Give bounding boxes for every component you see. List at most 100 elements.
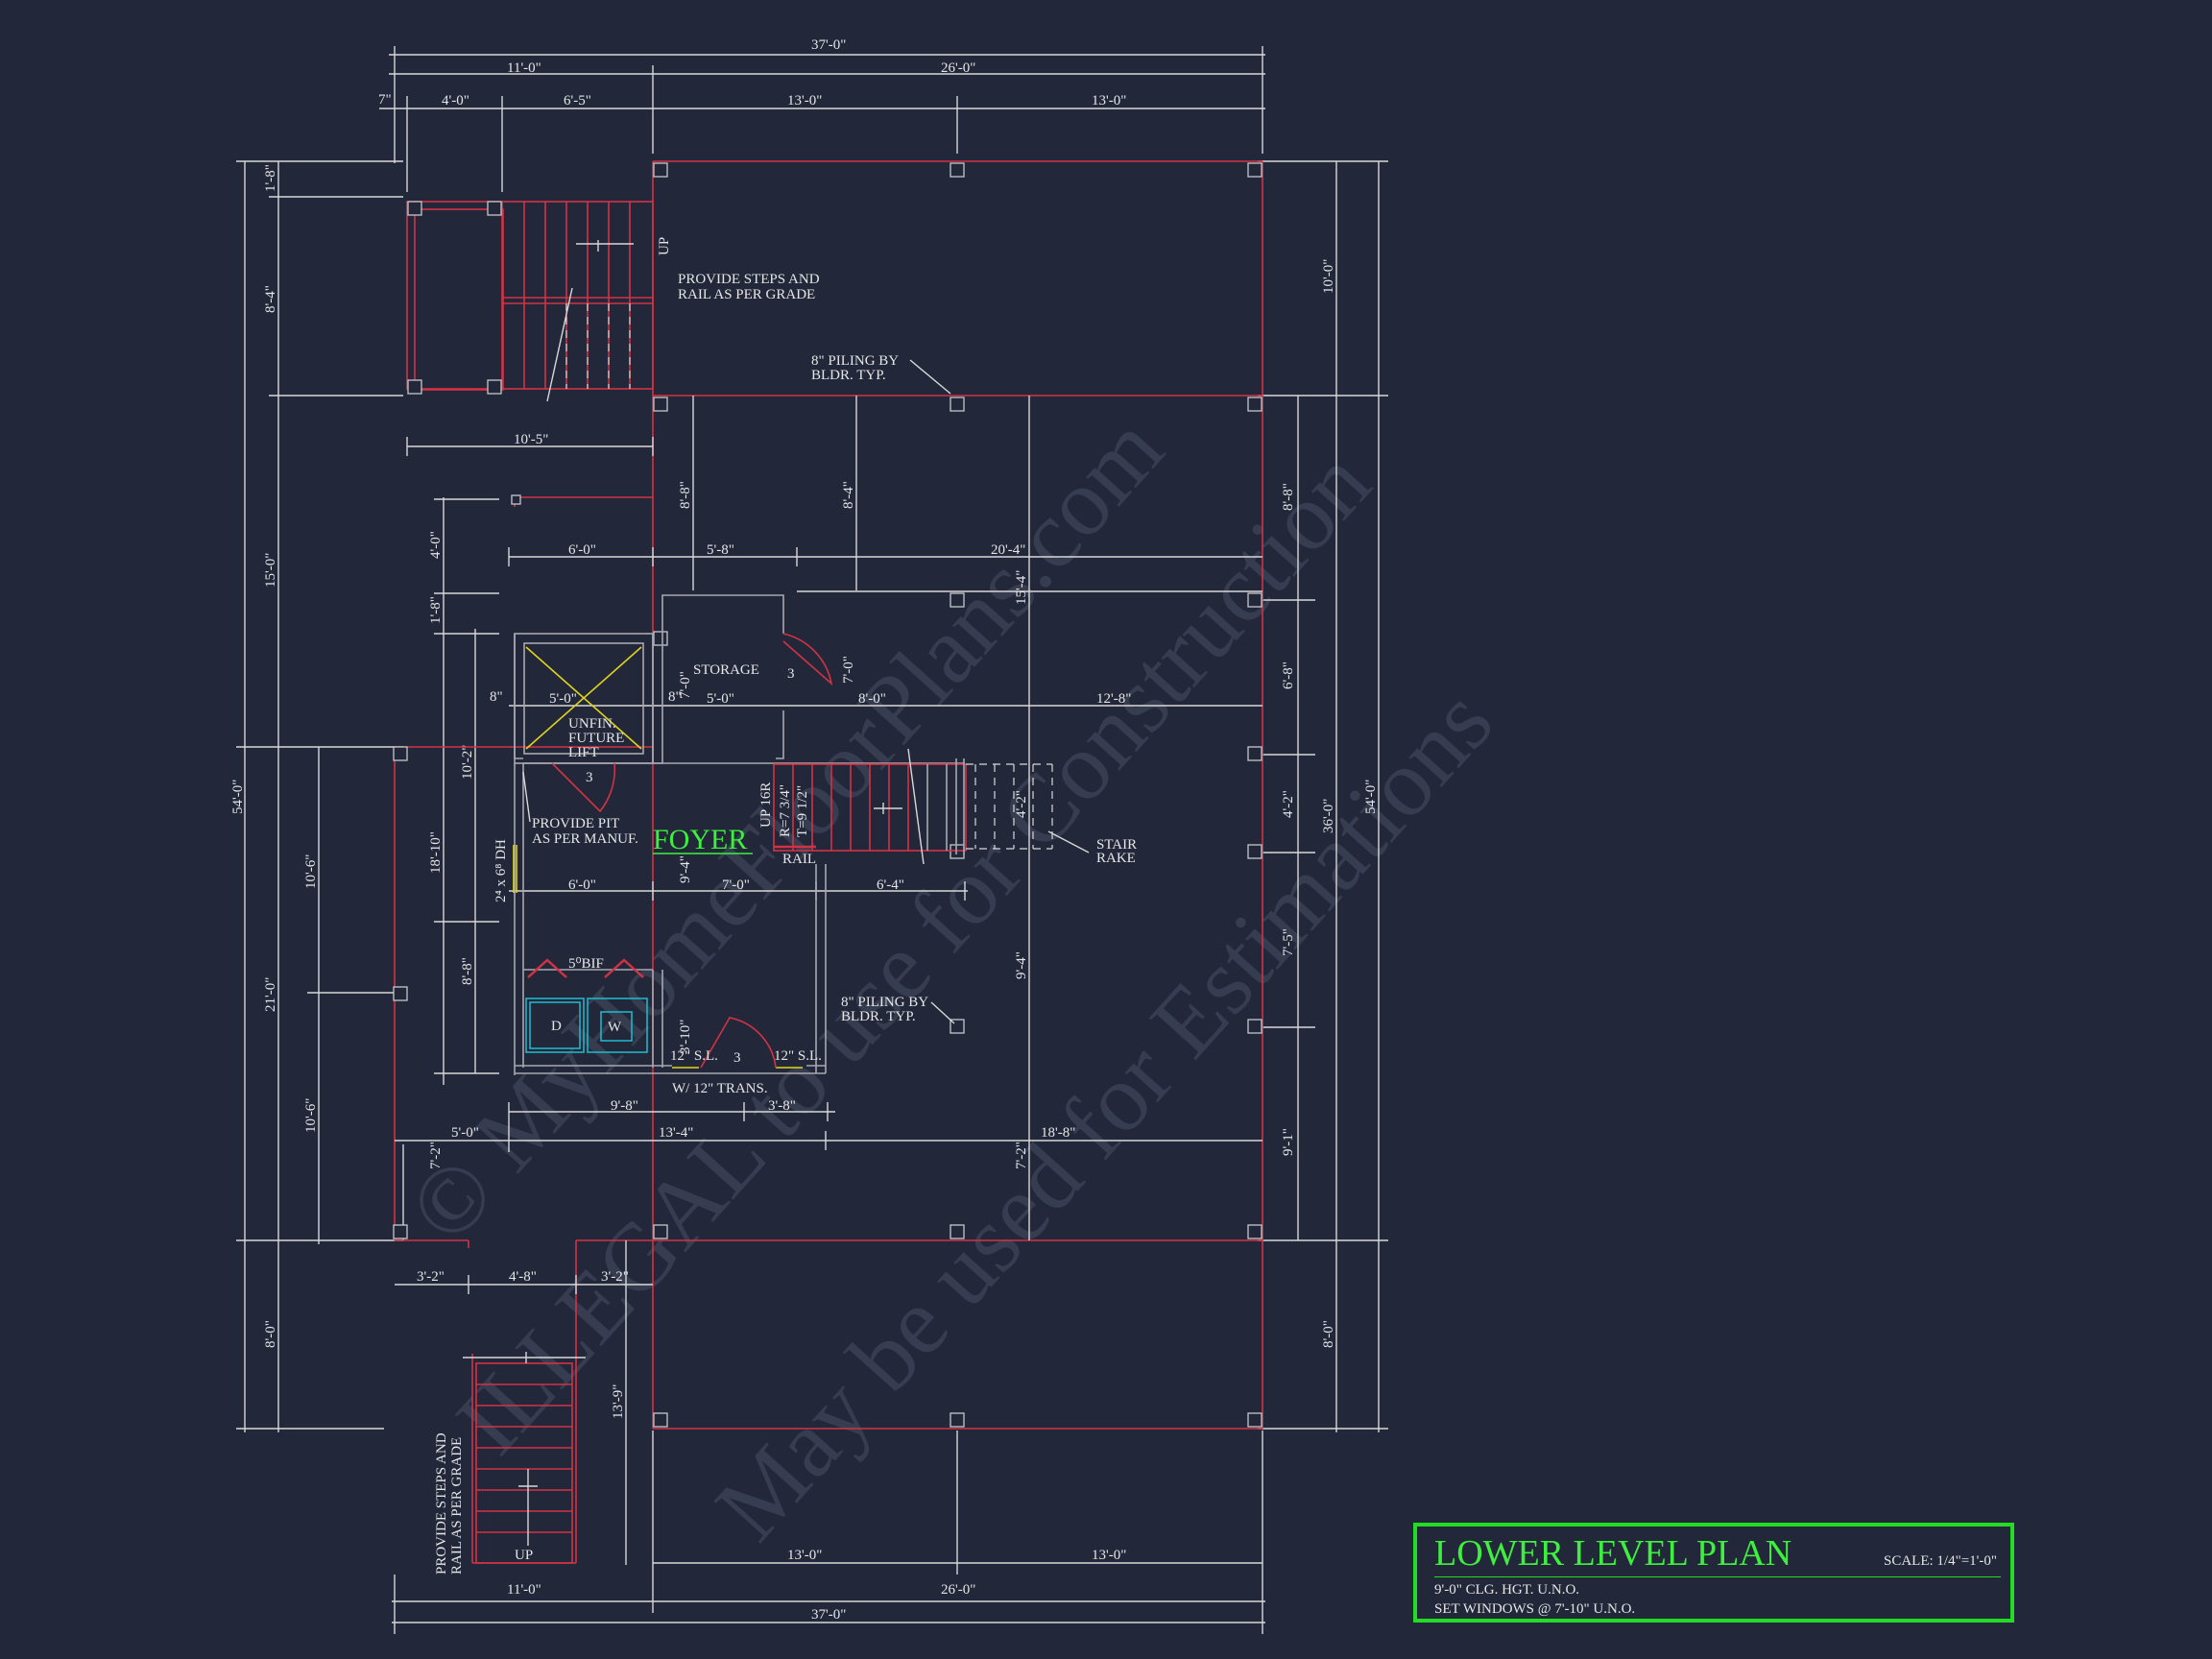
- dim-left-j: 18'-10": [428, 831, 444, 874]
- title-divider: [1434, 1576, 2001, 1577]
- dim-left-a: 1'-8": [263, 164, 278, 192]
- dim-top-overall: 37'-0": [811, 37, 846, 53]
- dim-right-overall: 54'-0": [1363, 780, 1379, 814]
- dim-right-c: 8'-8": [1281, 483, 1296, 511]
- dim-left-f: 10'-6": [303, 854, 319, 889]
- dim-3-10: 3'-10": [678, 1020, 693, 1054]
- label-pit-2: AS PER MANUF.: [532, 831, 638, 847]
- ceiling-height-note: 9'-0" CLG. HGT. U.N.O.: [1434, 1582, 1580, 1598]
- dim-bottom-left: 11'-0": [507, 1582, 541, 1598]
- dim-6-0-top: 6'-0": [568, 542, 596, 558]
- label-storage: STORAGE: [693, 662, 759, 678]
- label-window-dh: 2⁴ x 6⁸ DH: [493, 839, 509, 902]
- dim-left-g: 10'-6": [303, 1098, 319, 1133]
- label-sl-a: 12" S.L.: [670, 1048, 718, 1064]
- dim-top-seg-d: 13'-0": [787, 93, 822, 108]
- dim-left-c: 15'-0": [263, 553, 278, 588]
- label-rail: RAIL: [782, 852, 816, 867]
- title-block: LOWER LEVEL PLAN SCALE: 1/4"=1'-0" 9'-0"…: [1413, 1523, 2014, 1623]
- label-steps-top-1: PROVIDE STEPS AND: [678, 272, 820, 287]
- label-piling-1b: BLDR. TYP.: [811, 368, 886, 383]
- pilings: [393, 162, 1262, 1428]
- dim-18-8: 18'-8": [1041, 1125, 1075, 1141]
- dim-left-d: 21'-0": [263, 977, 278, 1012]
- dim-5-0a: 5'-0": [549, 691, 577, 707]
- dim-7-0v: 7'-0": [678, 671, 693, 699]
- dim-3-2b: 3'-2": [601, 1269, 629, 1285]
- bottom-dimensions: 13'-0" 13'-0" 11'-0" 26'-0" 37'-0": [392, 1431, 1265, 1634]
- dim-bottom-seg-b: 13'-0": [1092, 1548, 1126, 1563]
- dim-right-b: 36'-0": [1321, 799, 1336, 833]
- label-piling-2b: BLDR. TYP.: [841, 1009, 916, 1024]
- dim-9-4b: 9'-4": [1014, 951, 1029, 979]
- dim-left-overall: 54'-0": [230, 780, 246, 814]
- dim-9-4: 9'-4": [678, 855, 693, 883]
- dim-7-2: 7'-2": [1014, 1142, 1029, 1169]
- label-stair-up: UP 16R: [758, 782, 774, 828]
- dim-right-e: 4'-2": [1281, 790, 1296, 818]
- label-unfin-2: FUTURE: [568, 731, 624, 746]
- dim-6-4: 6'-4": [877, 878, 904, 893]
- label-up-bottom: UP: [515, 1548, 533, 1563]
- label-steps-bottom-1: PROVIDE STEPS AND: [434, 1432, 449, 1575]
- interior-rooms: [511, 494, 965, 1075]
- leader-pit: [522, 771, 531, 823]
- plan-title: LOWER LEVEL PLAN: [1434, 1533, 1792, 1574]
- label-stair-t: T=9 1/2": [795, 785, 810, 837]
- label-unfin-3: LIFT: [568, 745, 599, 760]
- dim-7-0v2: 7'-0": [841, 656, 856, 684]
- label-dryer: D: [551, 1019, 562, 1034]
- dim-9-8: 9'-8": [611, 1098, 638, 1114]
- dim-12-8: 12'-8": [1096, 691, 1131, 707]
- dim-7-0-mid: 7'-0": [722, 878, 750, 893]
- dim-5-0c: 5'-0": [451, 1125, 479, 1141]
- dim-top-seg-c: 6'-5": [564, 93, 591, 108]
- dim-left-e: 8'-0": [263, 1320, 278, 1348]
- room-labels: STORAGE 3 UNFIN. FUTURE LIFT 3 PROVIDE P…: [434, 662, 1137, 1575]
- label-piling-2a: 8" PILING BY: [841, 995, 928, 1010]
- dim-top-left: 11'-0": [507, 60, 541, 76]
- leader-piling-1: [909, 359, 951, 395]
- dim-bottom-right: 26'-0": [941, 1582, 975, 1598]
- dim-4-8: 4'-8": [509, 1269, 537, 1285]
- dim-8-0: 8'-0": [858, 691, 886, 707]
- dim-8in-b: 8": [668, 689, 682, 705]
- label-rake-2: RAKE: [1096, 851, 1136, 866]
- label-bif: 5⁰BIF: [568, 956, 604, 972]
- dim-bottom-overall: 37'-0": [811, 1607, 846, 1623]
- dim-20-4: 20'-4": [991, 542, 1025, 558]
- dim-top-seg-e: 13'-0": [1092, 93, 1126, 108]
- left-dimensions: 54'-0" 1'-8" 8'-4" 15'-0" 21'-0" 8'-0" 1…: [230, 160, 499, 1432]
- dim-5-0b: 5'-0": [707, 691, 734, 707]
- dim-top-seg-b: 4'-0": [442, 93, 469, 108]
- label-door-3o-c: 3: [733, 1050, 741, 1066]
- dim-5-8: 5'-8": [707, 542, 734, 558]
- bottom-stair: UP: [463, 1352, 586, 1564]
- label-door-3o-a: 3: [787, 666, 795, 682]
- plan-scale: SCALE: 1/4"=1'-0": [1884, 1553, 1997, 1569]
- dim-15-4: 15'-4": [1014, 570, 1029, 605]
- dim-right-g: 9'-1": [1281, 1128, 1296, 1156]
- label-unfin-1: UNFIN.: [568, 716, 616, 732]
- dim-4-2: 4'-2": [1014, 790, 1029, 818]
- dim-bottom-seg-a: 13'-0": [787, 1548, 822, 1563]
- dim-10-5: 10'-5": [514, 432, 548, 447]
- dim-left-h: 4'-0": [428, 531, 444, 559]
- dim-left-m: 7'-2": [428, 1142, 444, 1169]
- dim-left-k: 10'-2": [460, 745, 475, 780]
- label-foyer: FOYER: [653, 824, 747, 855]
- label-steps-bottom-2: RAIL AS PER GRADE: [449, 1437, 465, 1575]
- dim-8-4: 8'-4": [841, 481, 856, 509]
- label-up-top: UP: [657, 237, 672, 255]
- label-stair-r: R=7 3/4": [778, 784, 793, 837]
- dim-6-0-mid: 6'-0": [568, 878, 596, 893]
- dim-8in: 8": [490, 689, 503, 705]
- label-door-3o-b: 3: [586, 770, 593, 785]
- dim-13-9: 13'-9": [611, 1384, 626, 1419]
- dim-left-i: 1'-8": [428, 596, 444, 624]
- dim-right-a: 10'-0": [1321, 259, 1336, 294]
- dim-left-b: 8'-4": [263, 285, 278, 313]
- dim-8-8: 8'-8": [678, 481, 693, 509]
- dim-left-l: 8'-8": [460, 957, 475, 985]
